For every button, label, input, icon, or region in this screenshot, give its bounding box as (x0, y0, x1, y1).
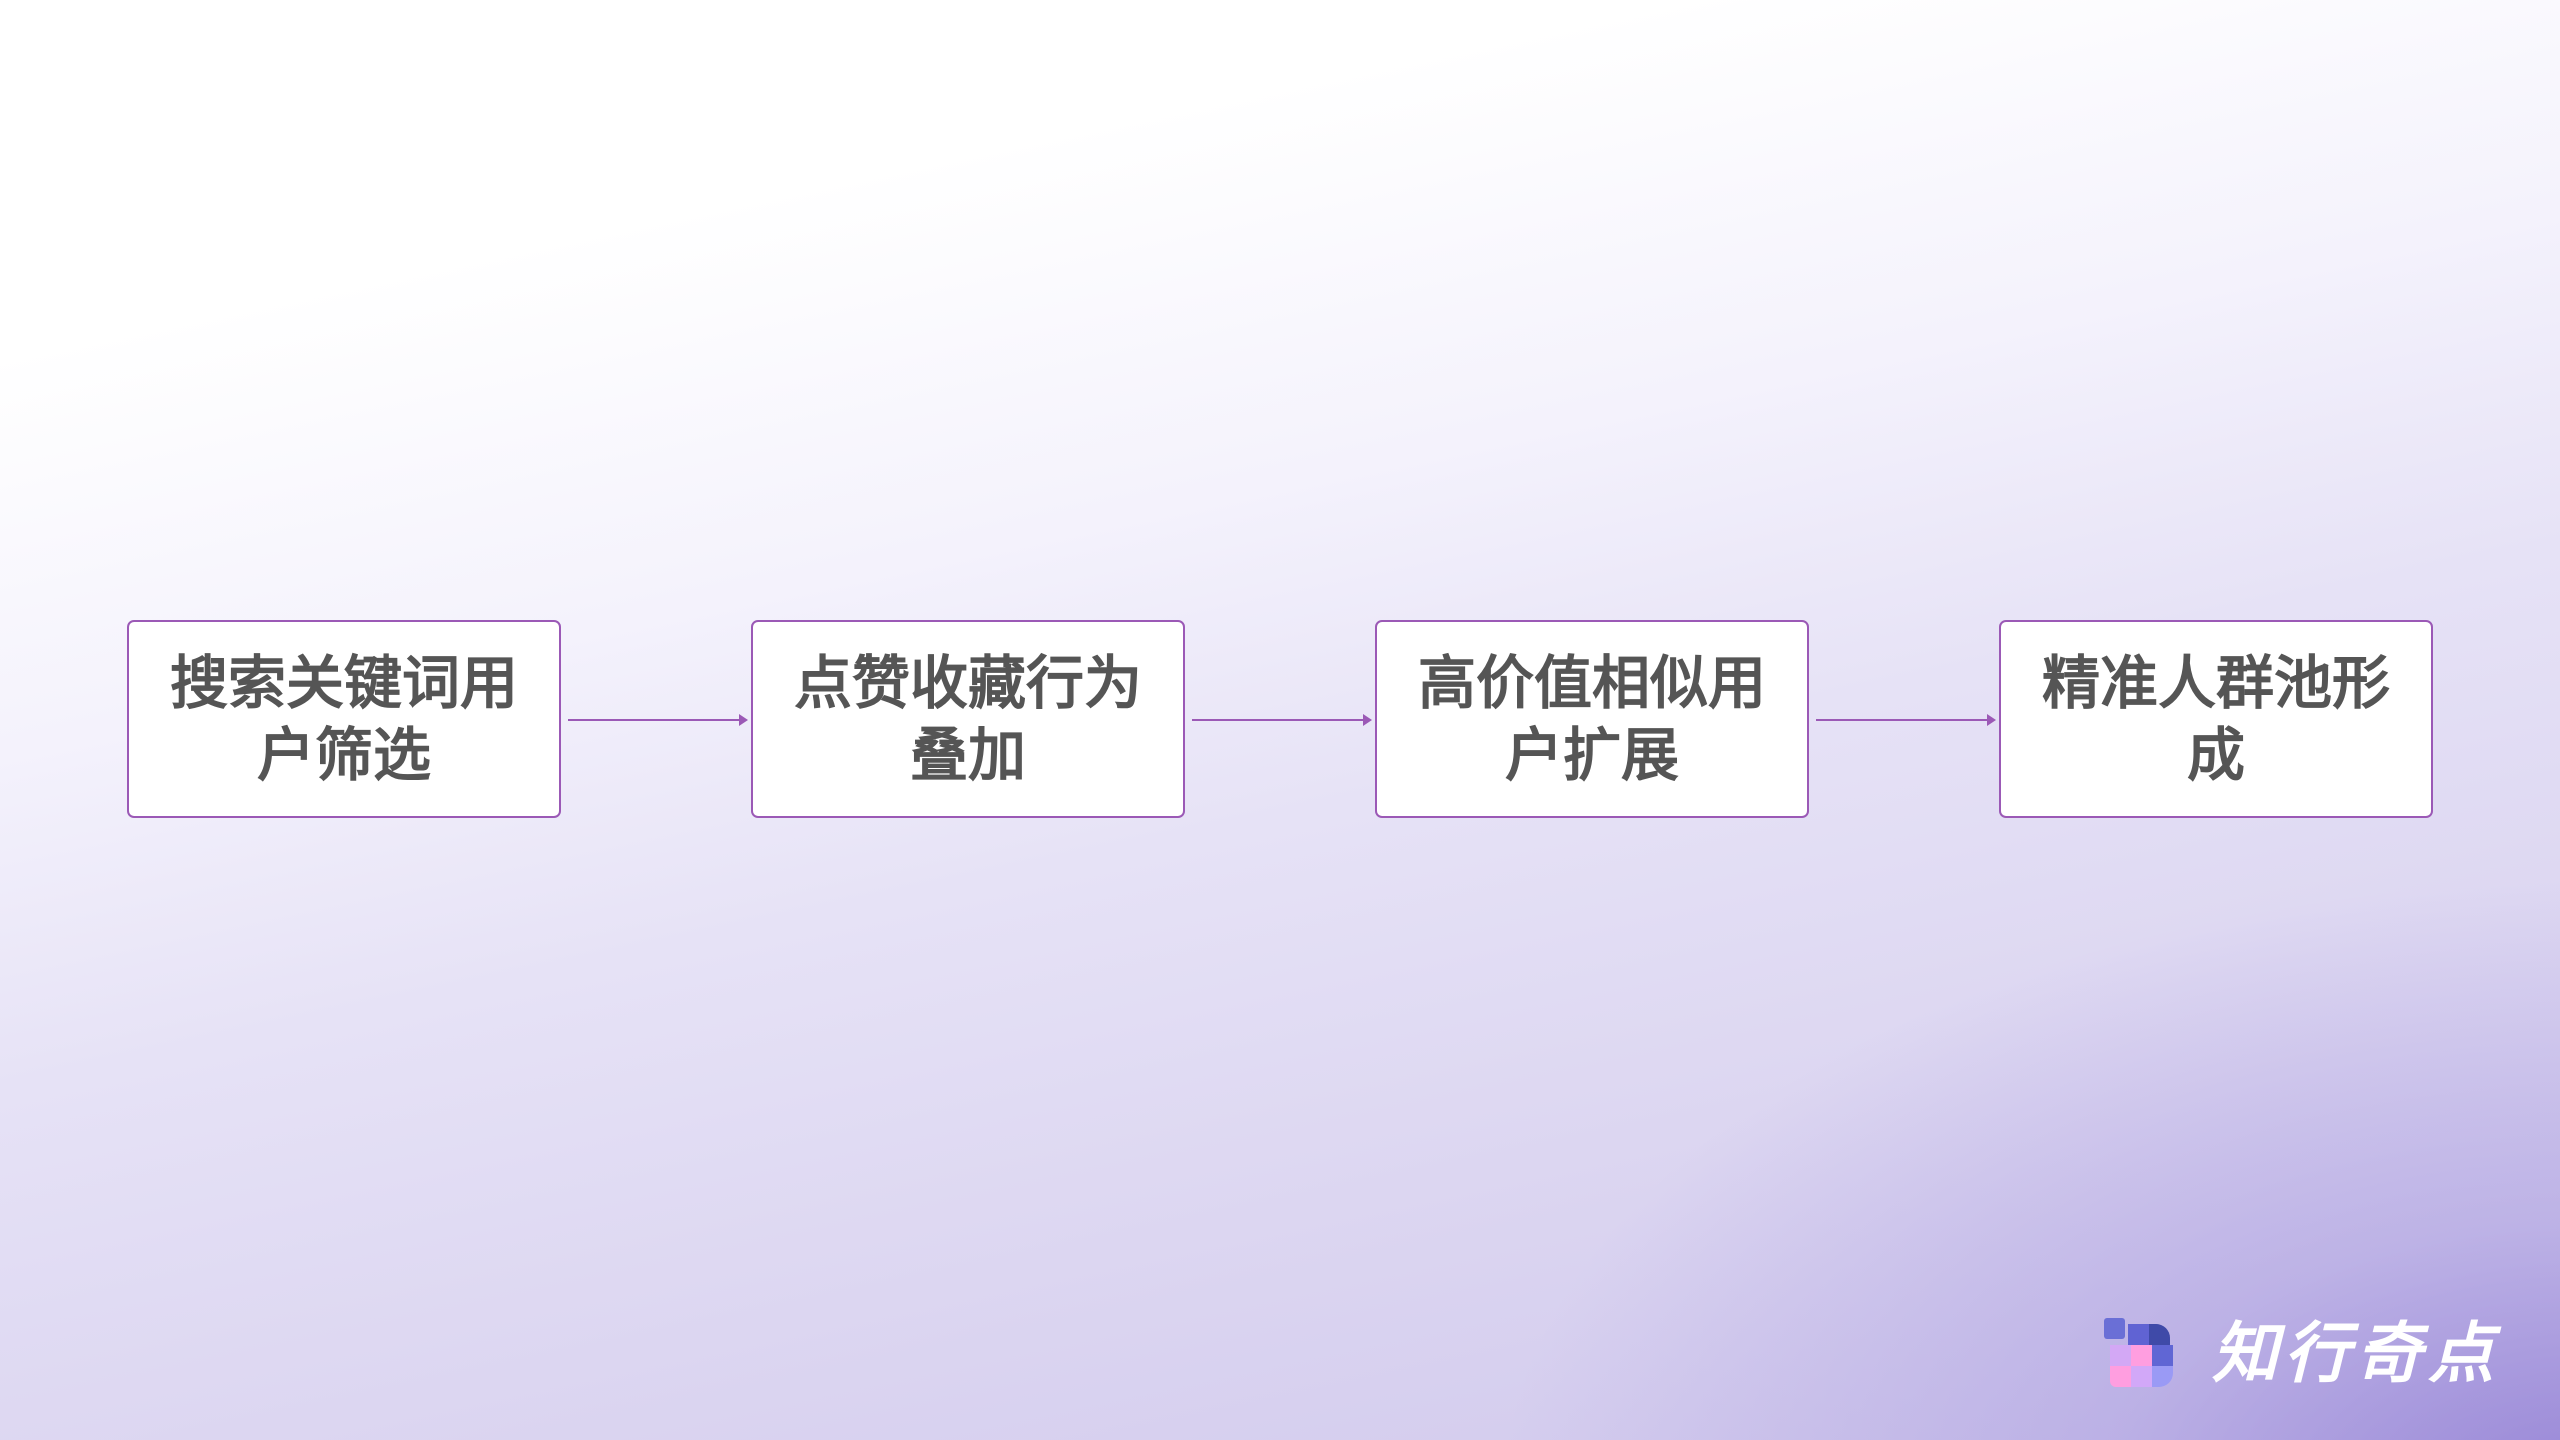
step-label-4: 精准人群池形成 (2041, 649, 2390, 789)
step-box-2: 点赞收藏行为叠加 (751, 620, 1185, 818)
step-label-1: 搜索关键词用户筛选 (169, 649, 518, 789)
pixel-grid-logo-icon (2104, 1318, 2176, 1390)
step-box-4: 精准人群池形成 (1999, 620, 2433, 818)
arrow-head-icon (1363, 714, 1372, 726)
logo-cell (2152, 1345, 2173, 1366)
arrow-line (1192, 719, 1364, 721)
logo-cell (2149, 1324, 2170, 1345)
logo-cell (2128, 1324, 2149, 1345)
step-box-1: 搜索关键词用户筛选 (127, 620, 561, 818)
arrow-connector-3 (1816, 714, 1996, 726)
logo-cell (2131, 1345, 2152, 1366)
logo-cell (2110, 1366, 2131, 1387)
brand-logo: 知行奇点 (2104, 1316, 2500, 1392)
arrow-head-icon (1987, 714, 1996, 726)
step-label-3: 高价值相似用户扩展 (1417, 649, 1766, 789)
brand-name: 知行奇点 (2212, 1315, 2500, 1392)
arrow-head-icon (739, 714, 748, 726)
arrow-line (1816, 719, 1988, 721)
step-box-3: 高价值相似用户扩展 (1375, 620, 1809, 818)
arrow-line (568, 719, 740, 721)
logo-cell (2131, 1366, 2152, 1387)
logo-cell (2110, 1345, 2131, 1366)
logo-cell (2152, 1366, 2173, 1387)
arrow-connector-1 (568, 714, 748, 726)
logo-cell (2104, 1318, 2125, 1339)
arrow-connector-2 (1192, 714, 1372, 726)
step-label-2: 点赞收藏行为叠加 (793, 649, 1142, 789)
